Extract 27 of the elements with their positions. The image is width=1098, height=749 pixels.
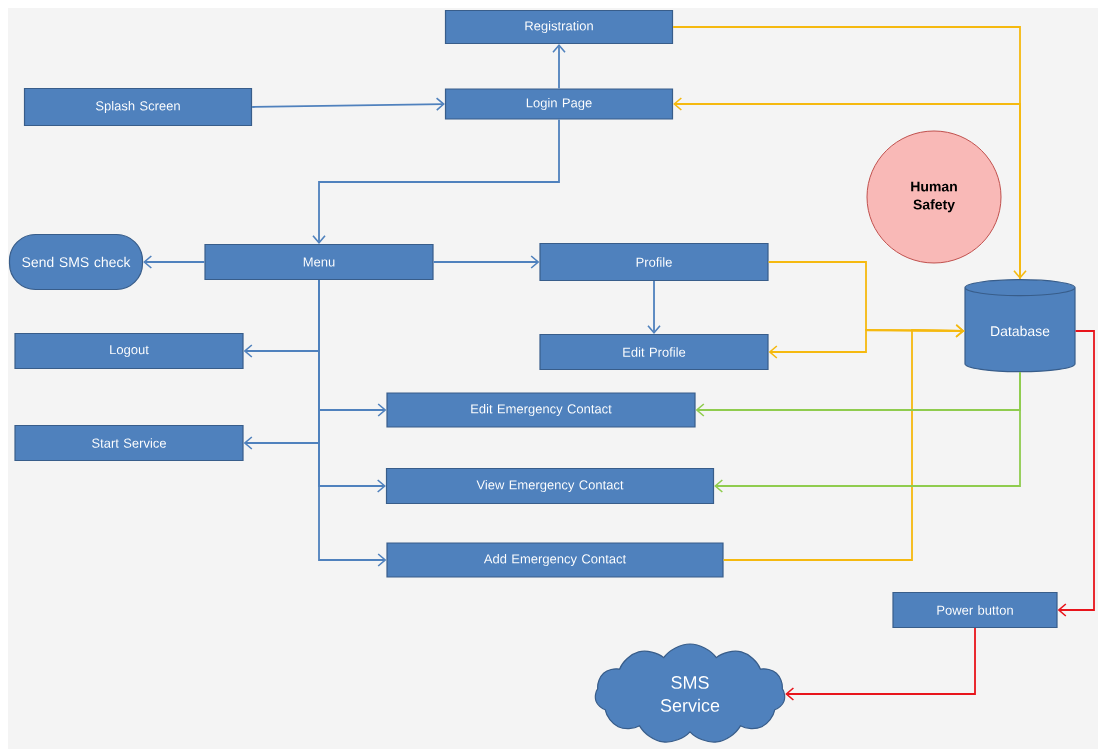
process-box: Splash Screen [23,87,253,127]
arrow [647,280,661,334]
process-box: Edit Profile [539,333,769,371]
arrow [552,44,566,90]
arrow [722,324,965,561]
arrow [1057,330,1095,617]
arrow [673,97,1021,280]
process-box: Add Emergency Contact [386,542,724,578]
process-box: Login Page [444,88,674,120]
process-box: Logout [14,332,244,370]
process-box: Registration [444,9,674,45]
arrow [312,118,560,244]
button-box: Power button [892,591,1058,629]
process-box: Menu [204,243,434,281]
database-cylinder: Database [964,279,1076,373]
arrow [251,97,445,111]
arrow [714,371,1021,493]
arrow [432,255,540,269]
arrow [143,255,206,269]
arrow [785,627,976,701]
arrow [318,279,387,567]
terminal-box: Send SMS check [8,233,144,291]
process-box: Edit Emergency Contact [386,392,696,428]
process-box: Profile [539,242,769,282]
arrow [672,26,1027,280]
process-box: View Emergency Contact [385,467,715,505]
process-box: Start Service [14,424,244,462]
